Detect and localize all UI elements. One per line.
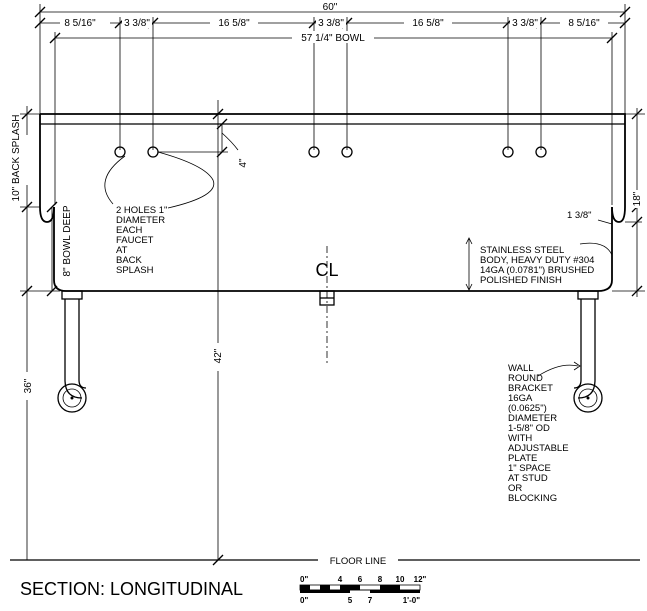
- material-note: STAINLESS STEEL BODY, HEAVY DUTY #304 14…: [465, 237, 613, 291]
- scale-top-0: 0": [300, 575, 308, 584]
- faucet-hole-icon: [502, 146, 514, 158]
- holes-note-line-6: BACK: [116, 255, 143, 266]
- scale-bottom-1ft: 1'-0": [403, 596, 420, 605]
- overall-width-label: 60": [323, 2, 338, 13]
- svg-text:2 HOLES 1" DIAMETER: 2 HOLES 1" DIAMETER EACH FAUCET AT BACK …: [116, 205, 170, 276]
- floor-to-bracket-label: 36": [23, 378, 34, 393]
- scale-bar: 0" 4 6 8 10 12" 0" 5 7 1'-0": [299, 575, 427, 605]
- bracket-note-line-8: WITH: [508, 433, 532, 444]
- floor-line-label: FLOOR LINE: [330, 556, 387, 567]
- bracket-note-line-9: ADJUSTABLE: [508, 443, 569, 454]
- overall-height-label: 18": [632, 191, 643, 206]
- centerline-label: CL: [315, 260, 338, 280]
- material-note-line-4: POLISHED FINISH: [480, 275, 562, 286]
- hole-offset-label: 4": [238, 158, 249, 168]
- segment-label-6: 3 3/8": [512, 18, 538, 29]
- bracket-note-line-12: AT STUD: [508, 473, 548, 484]
- bracket-note-line-5: (0.0625"): [508, 403, 547, 414]
- scale-top-8: 8: [378, 575, 383, 584]
- hole-offset-dimension: 4": [158, 118, 249, 168]
- bracket-note-line-3: BRACKET: [508, 383, 553, 394]
- bowl-width-label: 57 1/4" BOWL: [301, 33, 365, 44]
- bracket-note-line-1: WALL: [508, 363, 533, 374]
- segment-dimensions: 8 5/16" 3 3/8" 16 5/8" 3 3/8" 16 5/8" 3 …: [34, 16, 631, 150]
- scale-bottom-5: 5: [348, 596, 353, 605]
- bracket-note-line-10: PLATE: [508, 453, 537, 464]
- holes-note-line-7: SPLASH: [116, 265, 154, 276]
- segment-label-7: 8 5/16": [568, 18, 600, 29]
- scale-bottom-0: 0": [300, 596, 308, 605]
- svg-text:WALL ROUND BRACKET: WALL ROUND BRACKET 16GA (0.0625") DIAMET…: [508, 363, 571, 504]
- holes-note-line-1: 2 HOLES 1": [116, 205, 167, 216]
- bracket-note-line-14: BLOCKING: [508, 493, 557, 504]
- floor-line: FLOOR LINE: [10, 554, 640, 567]
- bracket-note: WALL ROUND BRACKET 16GA (0.0625") DIAMET…: [508, 361, 581, 504]
- faucet-hole-icon: [341, 146, 353, 158]
- holes-note-line-3: EACH: [116, 225, 143, 236]
- scale-bottom-7: 7: [368, 596, 373, 605]
- svg-text:STAINLESS STEEL BODY, HE: STAINLESS STEEL BODY, HEAVY DUTY #304 14…: [480, 245, 597, 286]
- material-note-line-2: BODY, HEAVY DUTY #304: [480, 255, 594, 266]
- bracket-note-line-7: 1-5/8" OD: [508, 423, 550, 434]
- segment-label-3: 16 5/8": [218, 18, 250, 29]
- faucet-hole-icon: [114, 146, 126, 158]
- bowl-depth-label: 8" BOWL DEEP: [62, 205, 73, 276]
- holes-note-line-4: FAUCET: [116, 235, 154, 246]
- left-wall-bracket: [57, 290, 87, 413]
- scale-top-6: 6: [358, 575, 363, 584]
- floor-to-rim-label: 42": [213, 348, 224, 363]
- material-note-line-3: 14GA (0.0781") BRUSHED: [480, 265, 594, 276]
- bracket-note-line-13: OR: [508, 483, 522, 494]
- bowl-depth-dimension: 8" BOWL DEEP: [46, 201, 88, 297]
- segment-label-1: 8 5/16": [64, 18, 96, 29]
- faucet-hole-icon: [308, 146, 320, 158]
- segment-label-5: 16 5/8": [412, 18, 444, 29]
- faucet-holes: [114, 146, 547, 158]
- bracket-note-line-2: ROUND: [508, 373, 543, 384]
- faucet-hole-icon: [535, 146, 547, 158]
- holes-note-line-2: DIAMETER: [116, 215, 165, 226]
- bowl-width-dimension: 57 1/4" BOWL: [49, 31, 618, 205]
- floor-to-rim-dimension: 42": [211, 100, 225, 566]
- drain: CL: [315, 246, 339, 366]
- scale-top-10: 10: [396, 575, 405, 584]
- drawing-title: SECTION: LONGITUDINAL: [20, 579, 243, 599]
- bracket-note-line-6: DIAMETER: [508, 413, 557, 424]
- rim-height-label: 1 3/8": [567, 210, 592, 221]
- right-height-dimensions: 18" 1 3/8": [567, 108, 645, 297]
- holes-note: 2 HOLES 1" DIAMETER EACH FAUCET AT BACK …: [104, 151, 215, 276]
- material-note-line-1: STAINLESS STEEL: [480, 245, 564, 256]
- bracket-note-line-4: 16GA: [508, 393, 533, 404]
- segment-label-4: 3 3/8": [318, 18, 344, 29]
- scale-top-12: 12": [414, 575, 427, 584]
- right-wall-bracket: [573, 290, 603, 413]
- back-splash-dimension: 10" BACK SPLASH: [9, 106, 40, 214]
- back-splash-label: 10" BACK SPLASH: [11, 115, 22, 202]
- scale-top-4: 4: [338, 575, 343, 584]
- holes-note-line-5: AT: [116, 245, 128, 256]
- segment-label-2: 3 3/8": [124, 18, 150, 29]
- floor-to-bracket-dimension: 36": [18, 214, 60, 560]
- bracket-note-line-11: 1" SPACE: [508, 463, 551, 474]
